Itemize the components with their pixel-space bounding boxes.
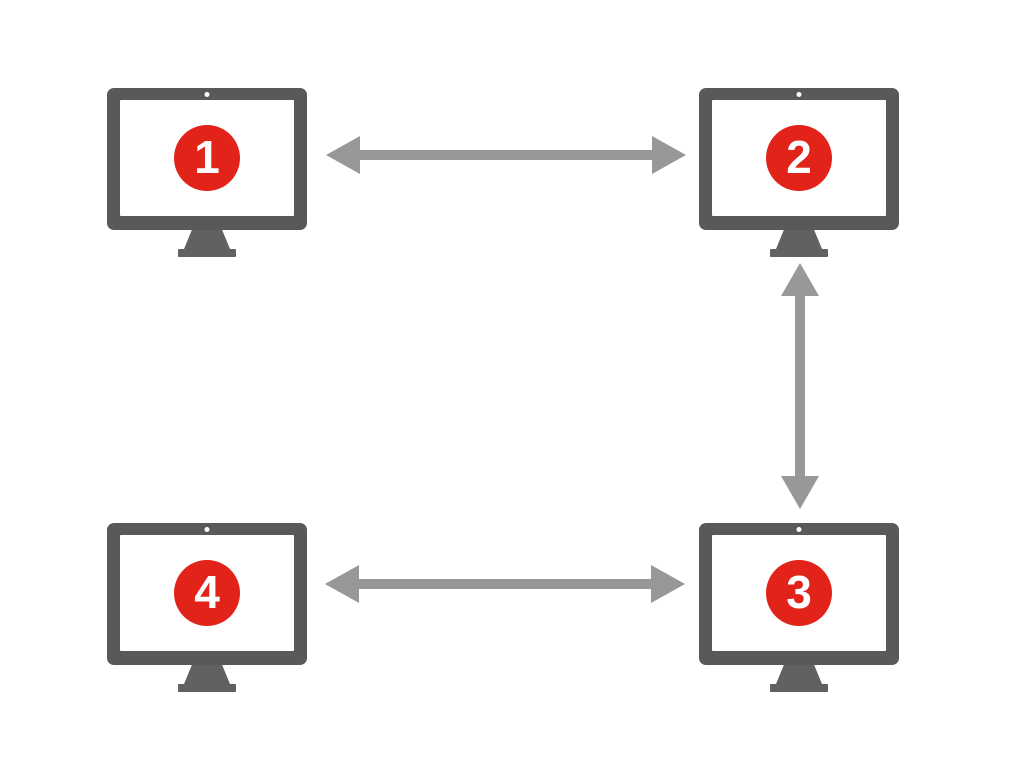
monitor-stand-neck	[184, 665, 230, 684]
node-number-badge: 2	[766, 125, 832, 191]
monitor-stand-neck	[776, 230, 822, 249]
computer-node-3: 3	[699, 523, 899, 693]
monitor-stand-neck	[184, 230, 230, 249]
arrow-head-left-icon	[325, 565, 359, 603]
double-arrow-connection-1-2	[326, 136, 686, 174]
node-number-badge: 3	[766, 560, 832, 626]
arrow-head-down-icon	[781, 476, 819, 509]
monitor-screen: 4	[120, 535, 294, 651]
monitor-screen: 2	[712, 100, 886, 216]
monitor-frame: 1	[107, 88, 307, 230]
camera-dot-icon	[204, 92, 210, 97]
monitor-stand-base	[178, 249, 236, 257]
arrow-head-up-icon	[781, 263, 819, 296]
computer-node-4: 4	[107, 523, 307, 693]
camera-dot-icon	[796, 527, 802, 532]
arrow-shaft	[360, 150, 652, 160]
double-arrow-connection-2-3	[781, 263, 819, 509]
monitor-stand-base	[770, 249, 828, 257]
computer-node-1: 1	[107, 88, 307, 258]
double-arrow-connection-4-3	[325, 565, 685, 603]
monitor-frame: 2	[699, 88, 899, 230]
monitor-stand-base	[178, 684, 236, 692]
node-number-badge: 4	[174, 560, 240, 626]
arrow-shaft	[795, 296, 805, 476]
monitor-stand-base	[770, 684, 828, 692]
arrow-head-left-icon	[326, 136, 360, 174]
arrow-head-right-icon	[652, 136, 686, 174]
monitor-frame: 3	[699, 523, 899, 665]
monitor-stand-neck	[776, 665, 822, 684]
monitor-screen: 1	[120, 100, 294, 216]
camera-dot-icon	[796, 92, 802, 97]
computer-node-2: 2	[699, 88, 899, 258]
monitor-frame: 4	[107, 523, 307, 665]
node-number-badge: 1	[174, 125, 240, 191]
arrow-head-right-icon	[651, 565, 685, 603]
camera-dot-icon	[204, 527, 210, 532]
arrow-shaft	[359, 579, 651, 589]
monitor-screen: 3	[712, 535, 886, 651]
